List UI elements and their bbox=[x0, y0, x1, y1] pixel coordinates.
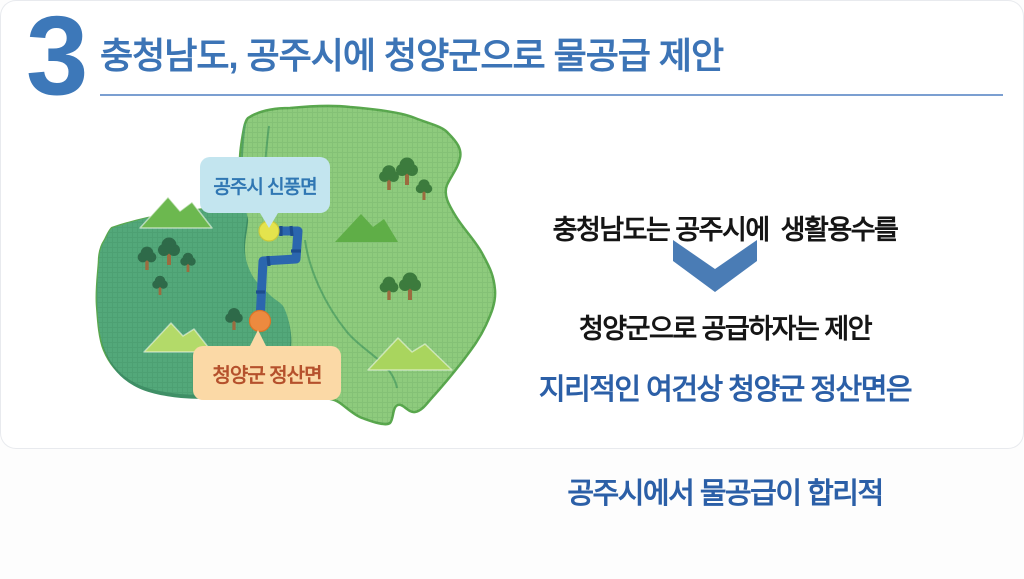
pipeline-icon bbox=[255, 225, 303, 326]
title-underline bbox=[100, 94, 1003, 96]
page-title: 충청남도, 공주시에 청양군으로 물공급 제안 bbox=[100, 35, 724, 76]
conclusion-line: 공주시에서 물공급이 합리적 bbox=[567, 478, 884, 510]
proposal-line: 청양군으로 공급하자는 제안 bbox=[578, 314, 873, 344]
conclusion-line: 지리적인 여건상 청양군 정산면은 bbox=[538, 374, 913, 406]
origin-label: 공주시 신풍면 bbox=[200, 157, 330, 228]
proposal-text: 충청남도는 공주시에 생활용수를 청양군으로 공급하자는 제안 bbox=[520, 150, 930, 410]
conclusion-text: 지리적인 여건상 청양군 정산면은 공주시에서 물공급이 합리적 bbox=[520, 305, 930, 579]
chevron-down-icon bbox=[673, 240, 757, 292]
mountain-icon bbox=[139, 196, 213, 229]
destination-marker-icon bbox=[248, 309, 272, 333]
section-number: 3 bbox=[26, 0, 88, 118]
proposal-line: 충청남도는 공주시에 생활용수를 bbox=[552, 215, 899, 245]
mountain-icon bbox=[367, 337, 453, 371]
mountain-icon bbox=[335, 214, 398, 242]
infographic-card: 3 충청남도, 공주시에 청양군으로 물공급 제안 bbox=[26, 0, 1003, 510]
destination-label: 청양군 정산면 bbox=[193, 330, 341, 400]
